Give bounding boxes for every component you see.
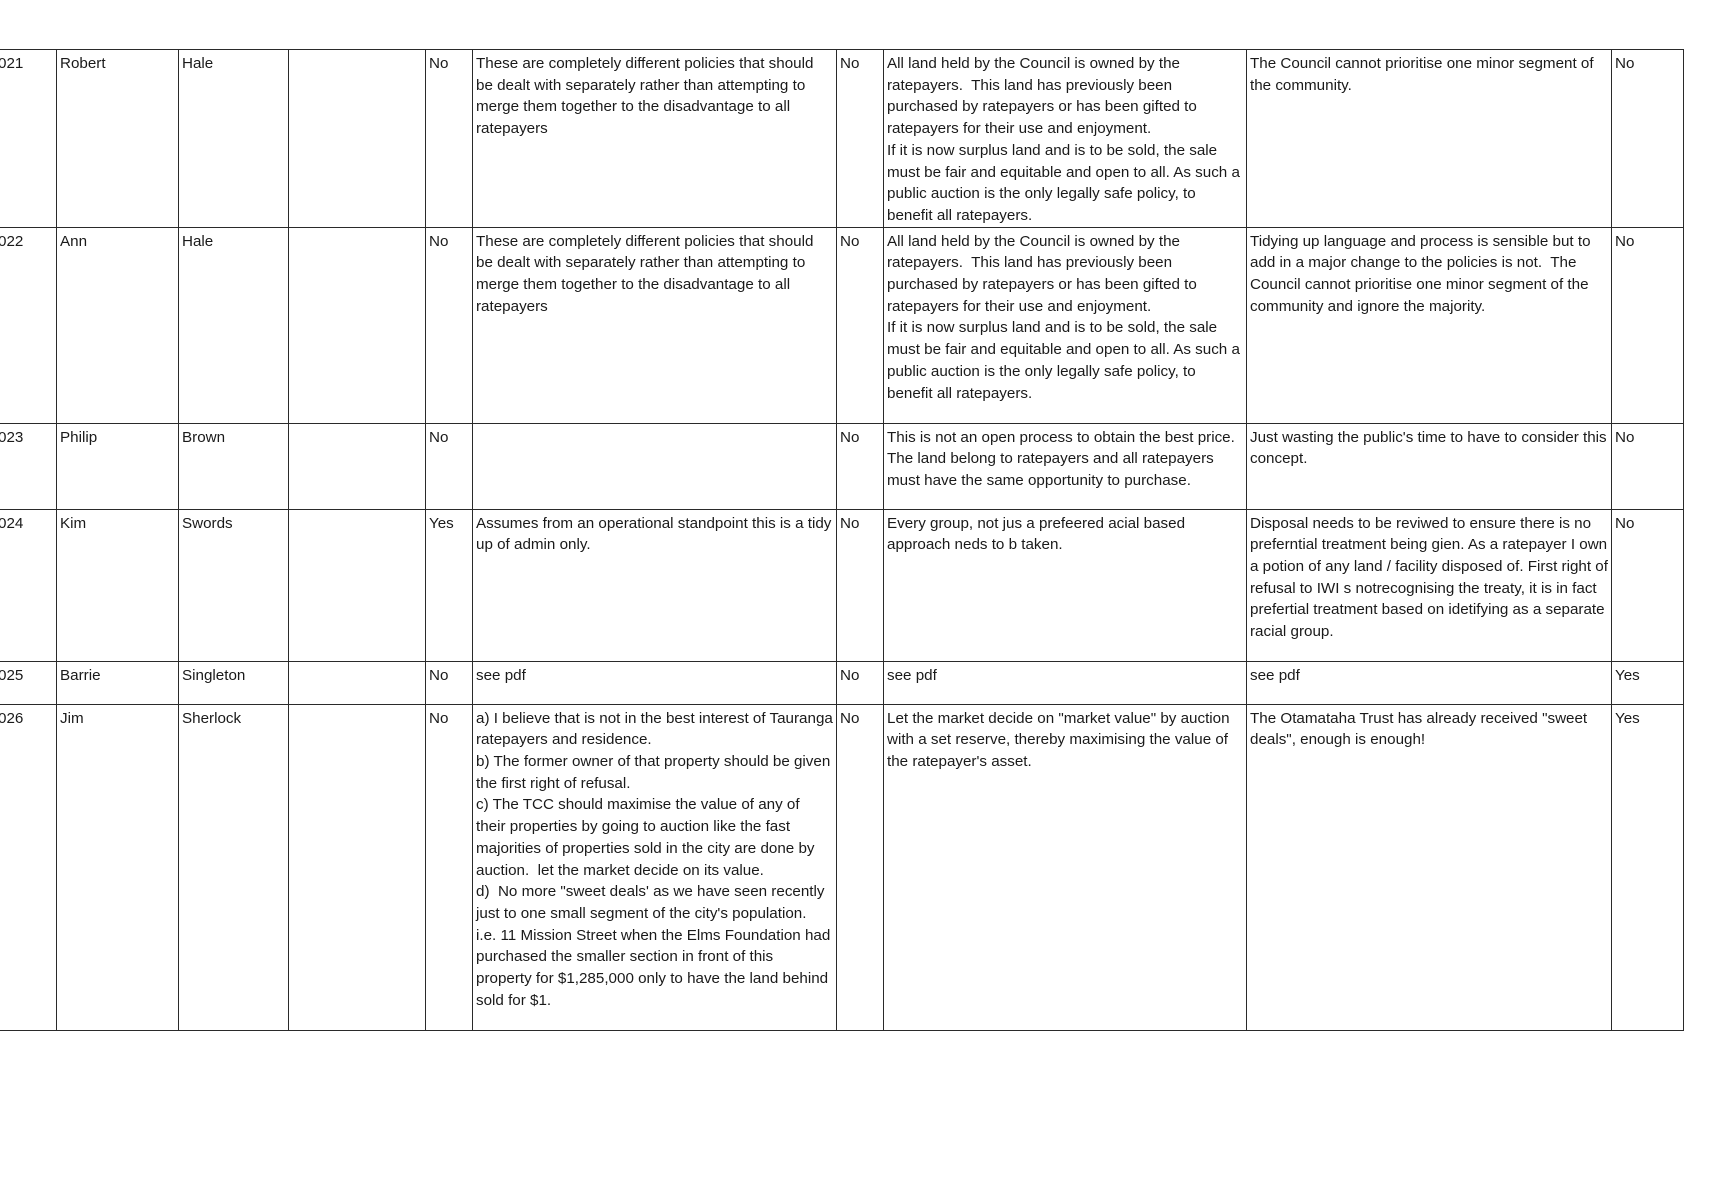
comment-2-cell: Every group, not jus a prefeered acial b… [883,508,1247,662]
last-name-cell: Swords [178,508,289,662]
support-3-cell: Yes [1611,660,1684,705]
first-name-cell: Barrie [56,660,179,705]
comment-1-cell: These are completely different policies … [472,226,837,424]
comment-2-cell: Let the market decide on "market value" … [883,703,1247,1031]
support-3-cell: Yes [1611,703,1684,1031]
comment-1-cell: These are completely different policies … [472,49,837,228]
comment-2-cell: All land held by the Council is owned by… [883,226,1247,424]
support-1-cell: No [425,703,473,1031]
comment-2-cell: All land held by the Council is owned by… [883,49,1247,228]
first-name-cell: Kim [56,508,179,662]
organisation-cell [288,508,426,662]
submission-id-cell: 023 [0,422,57,510]
comment-3-cell: The Council cannot prioritise one minor … [1246,49,1612,228]
support-2-cell: No [836,703,884,1031]
first-name-cell: Robert [56,49,179,228]
organisation-cell [288,660,426,705]
first-name-cell: Philip [56,422,179,510]
support-1-cell: No [425,660,473,705]
support-1-cell: Yes [425,508,473,662]
support-2-cell: No [836,660,884,705]
support-3-cell: No [1611,422,1684,510]
support-3-cell: No [1611,508,1684,662]
last-name-cell: Hale [178,49,289,228]
last-name-cell: Sherlock [178,703,289,1031]
support-2-cell: No [836,49,884,228]
support-2-cell: No [836,226,884,424]
submission-id-cell: 022 [0,226,57,424]
support-3-cell: No [1611,49,1684,228]
comment-3-cell: Tidying up language and process is sensi… [1246,226,1612,424]
organisation-cell [288,703,426,1031]
comment-2-cell: This is not an open process to obtain th… [883,422,1247,510]
support-2-cell: No [836,508,884,662]
submission-id-cell: 021 [0,49,57,228]
last-name-cell: Hale [178,226,289,424]
support-1-cell: No [425,422,473,510]
comment-3-cell: see pdf [1246,660,1612,705]
comment-1-cell: Assumes from an operational standpoint t… [472,508,837,662]
first-name-cell: Jim [56,703,179,1031]
last-name-cell: Singleton [178,660,289,705]
comment-3-cell: Disposal needs to be reviwed to ensure t… [1246,508,1612,662]
support-2-cell: No [836,422,884,510]
organisation-cell [288,226,426,424]
comment-1-cell: a) I believe that is not in the best int… [472,703,837,1031]
comment-3-cell: Just wasting the public's time to have t… [1246,422,1612,510]
submission-id-cell: 024 [0,508,57,662]
submission-id-cell: 026 [0,703,57,1031]
comment-1-cell: see pdf [472,660,837,705]
submission-id-cell: 025 [0,660,57,705]
comment-2-cell: see pdf [883,660,1247,705]
comment-3-cell: The Otamataha Trust has already received… [1246,703,1612,1031]
support-3-cell: No [1611,226,1684,424]
support-1-cell: No [425,226,473,424]
comment-1-cell [472,422,837,510]
last-name-cell: Brown [178,422,289,510]
support-1-cell: No [425,49,473,228]
organisation-cell [288,422,426,510]
first-name-cell: Ann [56,226,179,424]
organisation-cell [288,49,426,228]
